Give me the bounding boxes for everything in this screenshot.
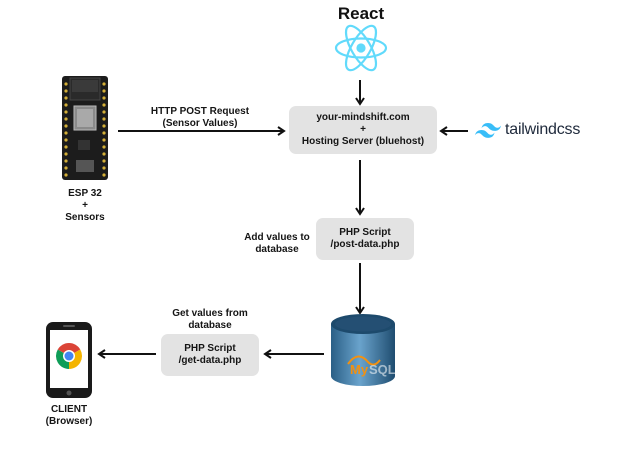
get-script-title: PHP Script (184, 343, 236, 354)
chrome-logo-icon (56, 343, 82, 369)
server-box: your-mindshift.com + Hosting Server (blu… (289, 106, 437, 154)
http-post-line1: HTTP POST Request (150, 106, 250, 117)
get-values-label: Get values from database (160, 308, 260, 332)
react-title: React (337, 4, 385, 23)
tailwind-label: tailwindcss (505, 121, 581, 138)
client-caption: CLIENT (Browser) (34, 404, 104, 428)
get-script-path: /get-data.php (178, 355, 242, 366)
http-post-label: HTTP POST Request (Sensor Values) (140, 106, 260, 130)
add-values-line2: database (255, 244, 299, 255)
post-script-path: /post-data.php (330, 239, 400, 250)
react-logo-icon (334, 24, 388, 72)
post-script-title: PHP Script (339, 227, 391, 238)
tailwind-logo-icon (475, 123, 501, 138)
get-data-script-box: PHP Script /get-data.php (161, 334, 259, 376)
server-plus: + (360, 124, 366, 135)
browser-label: (Browser) (45, 416, 93, 427)
esp32-label: ESP 32 (68, 188, 102, 199)
mysql-database-icon: My SQL (331, 314, 396, 386)
svg-text:SQL: SQL (369, 362, 396, 377)
esp32-caption: ESP 32 + Sensors (50, 188, 120, 224)
svg-text:My: My (350, 362, 369, 377)
client-label: CLIENT (50, 404, 88, 415)
sensors-label: Sensors (65, 212, 105, 223)
http-post-line2: (Sensor Values) (162, 118, 238, 129)
add-values-label: Add values to database (242, 232, 312, 256)
get-values-line1: Get values from (172, 308, 248, 319)
get-values-line2: database (188, 320, 232, 331)
esp32-board-icon (62, 76, 108, 180)
server-domain: your-mindshift.com (316, 112, 410, 123)
post-data-script-box: PHP Script /post-data.php (316, 218, 414, 260)
esp32-plus: + (82, 200, 88, 211)
add-values-line1: Add values to (244, 232, 310, 243)
server-hosting: Hosting Server (bluehost) (301, 136, 425, 147)
